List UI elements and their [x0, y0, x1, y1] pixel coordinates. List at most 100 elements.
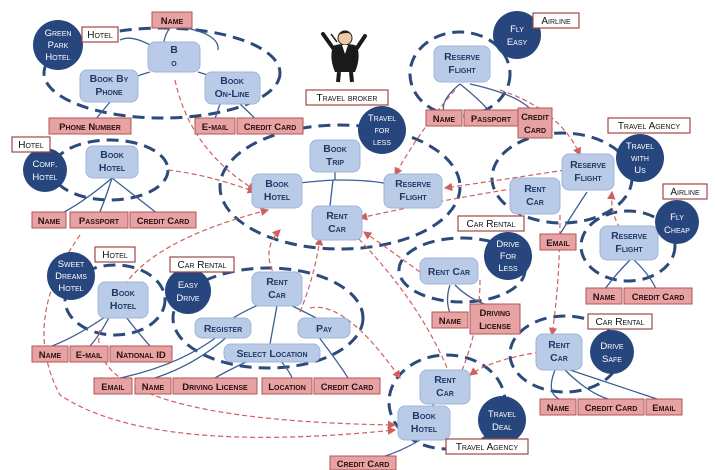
task-box: [509, 177, 561, 215]
param-label: Passport: [79, 216, 120, 227]
flow-arrow: [268, 229, 281, 279]
param-label: Location: [268, 382, 306, 393]
task-green-book-online: Book On-Line: [204, 71, 261, 105]
flow-arrow: [174, 79, 257, 191]
provider-label: Travel: [488, 409, 516, 420]
flow-arrow: [469, 351, 541, 376]
provider-badge: [616, 134, 664, 182]
param-box: [517, 107, 553, 139]
param-box: [31, 211, 67, 229]
flow-arrow: [43, 234, 397, 438]
tag-box: [532, 12, 580, 29]
task-flycheap-reserve-flight: Reserve Flight: [599, 225, 659, 261]
param-box: [313, 377, 381, 395]
param-box: [645, 398, 683, 416]
param-label: Name: [593, 292, 616, 303]
edge: [559, 191, 588, 235]
param-flyeasy-passport: Passport: [463, 109, 519, 127]
task-box: [397, 405, 451, 441]
tag-box: [94, 246, 136, 263]
param-deal-credit-card: Credit Card: [329, 455, 397, 470]
provider-fly-easy: Fly Easy: [493, 11, 541, 59]
task-comf-book-hotel: Book Hotel: [85, 145, 139, 179]
param-label: Credit Card: [137, 216, 190, 227]
provider-badge: [484, 232, 532, 280]
param-box: [172, 377, 258, 395]
task-label: Hotel: [264, 191, 291, 203]
param-flyeasy-name: Name: [425, 109, 463, 127]
param-drivesafe-credit-card: Credit Card: [577, 398, 645, 416]
task-label: Flight: [574, 172, 602, 184]
param-box: [539, 398, 577, 416]
task-box: [383, 173, 443, 209]
task-easy-rent-car: Rent Car: [251, 271, 303, 307]
provider-label: with: [631, 153, 649, 164]
param-label: Passport: [471, 114, 512, 125]
param-label: Name: [439, 316, 462, 327]
flow-arrow: [98, 329, 397, 430]
provider-badge: [358, 106, 406, 154]
cluster-fly-easy: [408, 30, 512, 118]
param-label: Credit Card: [585, 403, 638, 414]
flow-arrow: [443, 169, 566, 192]
provider-green-park-hotel: Green Park Hotel: [33, 20, 83, 70]
provider-label: Travel: [626, 141, 654, 152]
provider-fly-cheap: Fly Cheap: [655, 200, 699, 244]
task-box: [251, 173, 303, 209]
task-box: [97, 281, 149, 319]
param-label: Credit: [521, 112, 550, 123]
provider-badge: [478, 396, 526, 444]
param-box: [329, 455, 397, 470]
provider-drive-safe: Drive Safe: [590, 330, 634, 374]
flow-arrow: [299, 236, 324, 313]
task-flyeasy-reserve-flight: Reserve Flight: [433, 45, 491, 83]
param-sweet-name: Name: [31, 345, 69, 363]
param-label: Credit Card: [632, 292, 685, 303]
task-label: Flight: [399, 191, 427, 203]
tag-box: [169, 256, 235, 273]
tag-box: [457, 215, 525, 232]
provider-label: Us: [634, 165, 646, 176]
provider-label: Green: [45, 28, 72, 39]
param-label: Credit Card: [244, 122, 297, 133]
provider-label: Easy: [178, 280, 199, 291]
tag-label: Car Rental: [596, 317, 645, 328]
task-label: Pay: [316, 323, 332, 335]
param-green-email: E-mail: [194, 117, 236, 135]
task-twu-rent-car: Rent Car: [509, 177, 561, 215]
tag-flyeasy-airline: Airline: [532, 12, 580, 29]
provider-label: For: [500, 251, 516, 262]
task-deal-rent-car: Rent Car: [419, 369, 471, 405]
provider-badge: [655, 200, 699, 244]
param-label: Name: [142, 382, 165, 393]
provider-drive-for-less: Drive For Less: [484, 232, 532, 280]
provider-label: Hotel: [32, 172, 57, 183]
provider-badge: [165, 268, 211, 314]
param-dfl-name: Name: [431, 311, 469, 329]
task-label: Book: [111, 287, 135, 299]
param-box: [31, 345, 69, 363]
task-label: Rent: [548, 339, 570, 351]
task-label: Flight: [448, 64, 476, 76]
provider-label: Drive: [496, 239, 520, 250]
param-label: Email: [101, 382, 125, 393]
task-broker-rent-car: Rent Car: [311, 205, 363, 241]
task-label: Car: [436, 387, 454, 399]
task-twu-reserve-flight: Reserve Flight: [561, 153, 615, 191]
param-easy-credit-card: Credit Card: [313, 377, 381, 395]
edge: [269, 299, 279, 345]
provider-label: Dreams: [55, 271, 87, 282]
flow-arrow: [349, 229, 451, 376]
edge: [317, 335, 349, 379]
task-easy-register: Register: [194, 317, 252, 339]
task-label: Reserve: [611, 230, 647, 242]
provider-badge: [47, 252, 95, 300]
task-drivesafe-rent-car: Rent Car: [535, 333, 583, 371]
task-label: Select Location: [236, 348, 307, 360]
provider-label: less: [373, 137, 391, 148]
param-easy-email: Email: [93, 377, 133, 395]
param-box: [431, 311, 469, 329]
param-sweet-email: E-mail: [69, 345, 109, 363]
task-deal-book-hotel: Book Hotel: [397, 405, 451, 441]
domain-tags: Hotel Hotel Airline Travel broker Travel…: [11, 12, 708, 455]
